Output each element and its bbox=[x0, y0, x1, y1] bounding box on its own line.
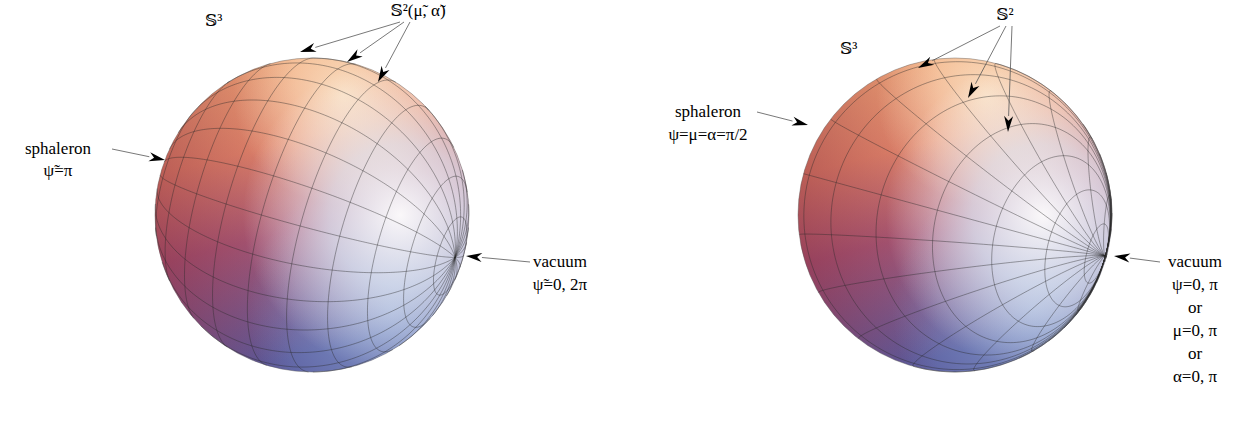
leader-line bbox=[1009, 26, 1012, 116]
arrowhead bbox=[300, 43, 317, 52]
grid-line bbox=[287, 80, 396, 372]
grid-line bbox=[877, 79, 1107, 256]
sphere-shading bbox=[155, 58, 469, 372]
grid-line bbox=[165, 81, 230, 281]
leader-line bbox=[757, 112, 792, 121]
leader-line bbox=[975, 26, 1006, 84]
grid-line bbox=[1049, 91, 1107, 256]
leader-line bbox=[482, 257, 530, 262]
sphere-outline bbox=[155, 58, 469, 372]
arrowhead bbox=[1114, 254, 1130, 263]
grid-line bbox=[858, 256, 1106, 339]
grid-line bbox=[164, 157, 455, 257]
arrowhead bbox=[466, 253, 482, 262]
sphere-shading bbox=[798, 58, 1112, 372]
grid-line bbox=[914, 64, 1111, 372]
grid-line bbox=[367, 138, 453, 352]
leader-line bbox=[1130, 258, 1160, 262]
leader-line bbox=[386, 22, 410, 68]
arrowhead bbox=[148, 152, 165, 161]
arrowhead bbox=[378, 66, 390, 82]
grid-line bbox=[399, 257, 455, 345]
grid-line bbox=[157, 188, 455, 272]
grid-line bbox=[247, 64, 355, 365]
sphere-shading bbox=[155, 58, 469, 372]
arrowhead bbox=[347, 49, 363, 62]
grid-line bbox=[169, 128, 455, 257]
grid-line bbox=[804, 62, 1111, 370]
figure-label: sphaleron bbox=[675, 103, 741, 120]
sphere-shading bbox=[155, 58, 469, 372]
grid-line bbox=[934, 59, 1106, 256]
arrowhead bbox=[791, 117, 808, 126]
sphere bbox=[798, 58, 1112, 372]
sphere-shading bbox=[798, 58, 1112, 372]
sphere-shading bbox=[155, 58, 469, 372]
grid-line bbox=[314, 58, 461, 257]
grid-line bbox=[995, 63, 1107, 256]
grid-line bbox=[201, 257, 455, 367]
figure-label: α=0, π bbox=[1173, 368, 1217, 385]
figure-label: ψ̃=π bbox=[44, 162, 73, 179]
grid-line bbox=[213, 58, 314, 347]
grid-line bbox=[831, 119, 1107, 256]
sphere bbox=[155, 58, 469, 372]
grid-line bbox=[913, 256, 1106, 367]
figure-label: μ=0, π bbox=[1173, 322, 1217, 339]
leader-line bbox=[360, 22, 404, 53]
grid-line bbox=[184, 64, 270, 319]
arrowhead bbox=[1004, 116, 1013, 132]
arrowhead bbox=[968, 82, 979, 98]
figure-label: ψ=μ=α=π/2 bbox=[668, 126, 747, 143]
sphere-outline bbox=[798, 58, 1112, 372]
grid-line bbox=[155, 204, 455, 302]
figure-label: 𝕊³ bbox=[205, 12, 222, 29]
grid-line bbox=[974, 256, 1106, 371]
arrowhead bbox=[918, 57, 934, 68]
leader-lines bbox=[112, 22, 1160, 263]
sphere-shading bbox=[798, 58, 1112, 372]
leader-line bbox=[315, 22, 400, 47]
grid-line bbox=[455, 204, 469, 257]
figure-label: vacuum bbox=[533, 253, 587, 270]
leader-line bbox=[112, 149, 149, 157]
figure-label: 𝕊² bbox=[996, 6, 1013, 23]
grid-line bbox=[425, 106, 464, 257]
figure-label: or bbox=[1188, 299, 1202, 316]
figure-label: or bbox=[1188, 345, 1202, 362]
sphere-shading bbox=[798, 58, 1112, 372]
figure-label: sphaleron bbox=[25, 140, 91, 157]
grid-line bbox=[160, 175, 455, 258]
sphere-shading bbox=[155, 58, 469, 372]
grid-line bbox=[193, 77, 456, 257]
figure-label: 𝕊²(μ̃, α̃) bbox=[390, 2, 445, 19]
grid-line bbox=[162, 257, 455, 352]
figure-label: ψ̃=0, 2π bbox=[533, 276, 587, 293]
grid-line bbox=[1104, 195, 1112, 256]
grid-line bbox=[1064, 173, 1111, 328]
figure-label: 𝕊³ bbox=[840, 40, 857, 57]
grid-line bbox=[178, 100, 455, 257]
grid-line bbox=[1088, 137, 1107, 256]
leader-line bbox=[932, 26, 1000, 61]
grid-line bbox=[1078, 256, 1106, 311]
sphere-shading bbox=[798, 58, 1112, 372]
figure-label: ψ=0, π bbox=[1172, 276, 1218, 293]
grid-line bbox=[818, 256, 1106, 293]
grid-line bbox=[156, 228, 456, 330]
figure-label: vacuum bbox=[1168, 253, 1222, 270]
grid-line bbox=[799, 234, 1106, 256]
grid-line bbox=[227, 63, 457, 257]
